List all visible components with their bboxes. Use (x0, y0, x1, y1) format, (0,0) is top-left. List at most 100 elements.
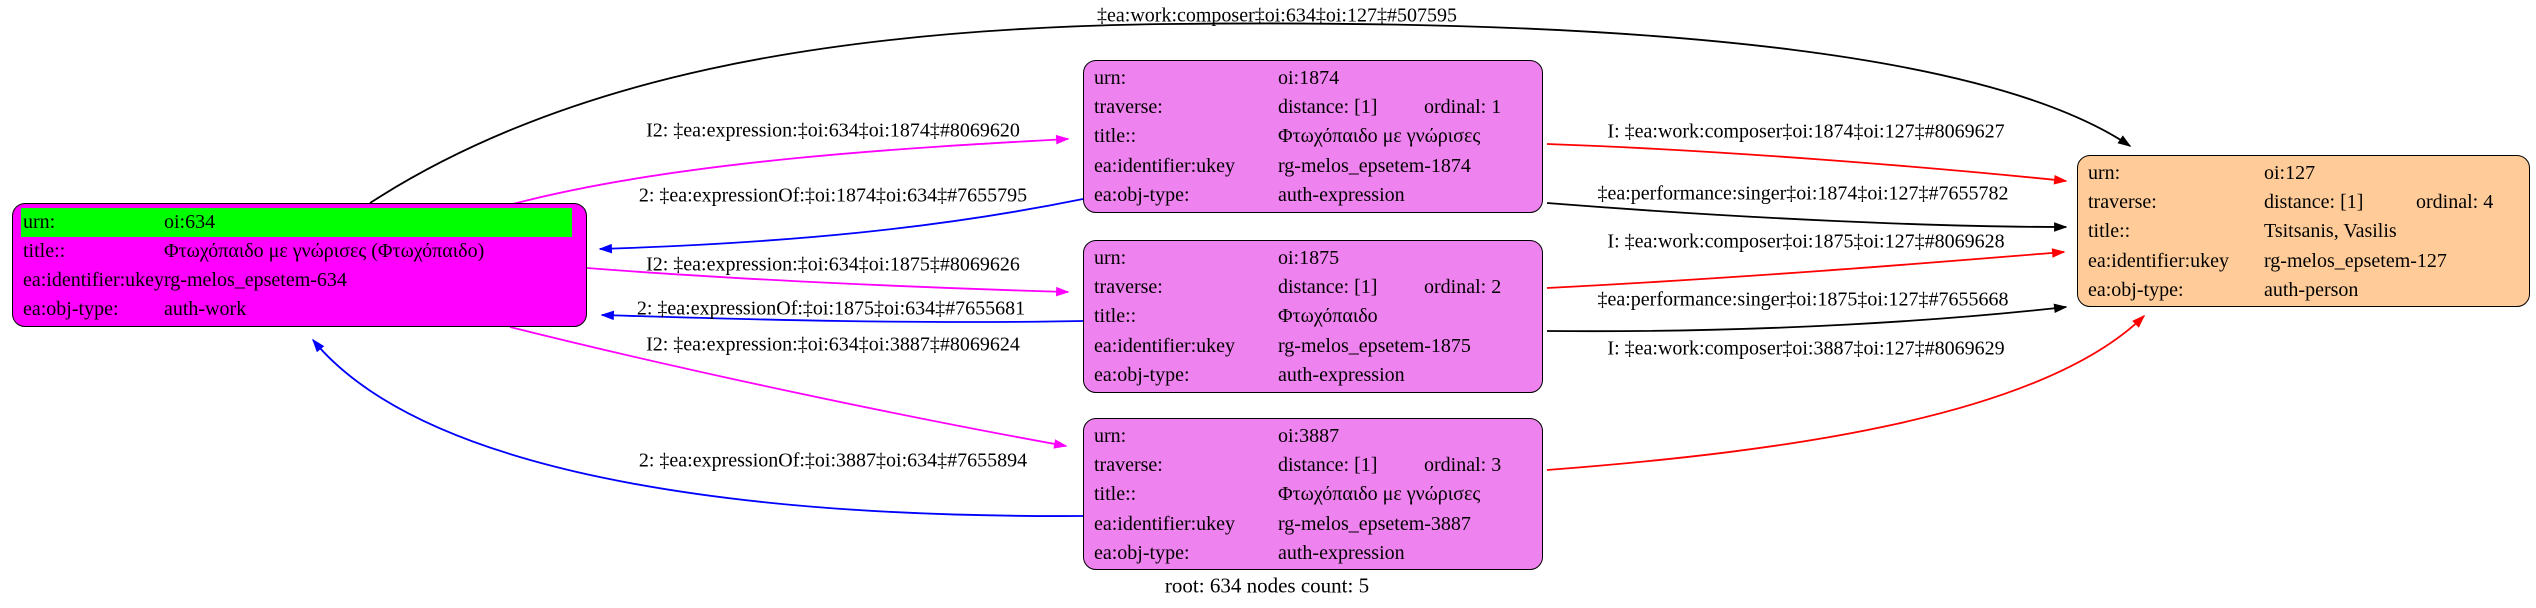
row-value: Φτωχόπαιδο με γνώρισες (1278, 483, 1481, 506)
row-key: ea:obj-type: (23, 298, 119, 320)
row-key: urn: (1094, 425, 1127, 447)
row-key: ea:identifier:ukey (1094, 334, 1236, 357)
row-value: oi:3887 (1278, 425, 1340, 447)
edge-work-composer-1875-127 (1546, 248, 2066, 289)
edge-label-expression-634-1875: I2: ‡ea:expression:‡oi:634‡oi:1875‡#8069… (646, 253, 1020, 276)
edge-label-performance-singer-1875-127: ‡ea:performance:singer‡oi:1875‡oi:127‡#7… (1597, 288, 2009, 311)
row-key: urn: (23, 211, 56, 233)
row-value: oi:1875 (1278, 247, 1340, 269)
row-value: rg-melos_epsetem-3887 (1278, 512, 1471, 535)
node-row-title: title:: Tsitsanis, Vasilis (2078, 217, 2529, 246)
node-row-traverse: traverse: distance: [1] ordinal: 1 (1084, 93, 1542, 122)
edge-label-performance-singer-1874-127: ‡ea:performance:singer‡oi:1874‡oi:127‡#7… (1597, 182, 2009, 205)
node-row-objtype: ea:obj-type: auth-expression (1084, 181, 1542, 210)
edge-expression-634-1875 (586, 267, 1070, 297)
node-row-title: title:: Φτωχόπαιδο με γνώρισες (Φτωχόπαι… (13, 237, 586, 266)
edge-performance-singer-1875-127 (1546, 303, 2068, 333)
node-oi-1875[interactable]: urn: oi:1875 traverse: distance: [1] ord… (1083, 240, 1543, 393)
row-value-distance: distance: [1] (1278, 454, 1378, 477)
edge-label-expressionof-1874-634: 2: ‡ea:expressionOf:‡oi:1874‡oi:634‡#765… (638, 184, 1028, 207)
row-key: title:: (1094, 305, 1137, 328)
node-row-identifier: ea:identifier:ukey rg-melos_epsetem-1875 (1084, 332, 1542, 361)
row-value-ordinal: ordinal: 3 (1424, 454, 1502, 477)
node-row-objtype: ea:obj-type: auth-expression (1084, 539, 1542, 568)
edge-expressionof-3887-634 (312, 338, 1084, 517)
node-row-identifier: ea:identifier:ukey rg-melos_epsetem-1874 (1084, 152, 1542, 181)
node-row-title: title:: Φτωχόπαιδο με γνώρισες (1084, 480, 1542, 509)
row-key: traverse: (1094, 96, 1163, 119)
row-key: traverse: (1094, 276, 1163, 299)
node-row-traverse: traverse: distance: [1] ordinal: 4 (2078, 188, 2529, 217)
row-value: oi:127 (2264, 162, 2316, 184)
node-row-objtype: ea:obj-type: auth-person (2078, 276, 2529, 305)
node-row-urn: urn: oi:3887 (1084, 422, 1542, 451)
edge-expressionof-1874-634 (598, 198, 1084, 254)
edge-label-expressionof-1875-634: 2: ‡ea:expressionOf:‡oi:1875‡oi:634‡#765… (636, 297, 1026, 320)
node-row-identifier: ea:identifier:ukey rg-melos_epsetem-3887 (1084, 510, 1542, 539)
node-row-title: title:: Φτωχόπαιδο (1084, 302, 1542, 331)
node-row-title: title:: Φτωχόπαιδο με γνώρισες (1084, 122, 1542, 151)
node-row-urn: urn: oi:1875 (1084, 244, 1542, 273)
node-row-identifier: ea:identifier:ukey rg-melos_epsetem-634 (13, 266, 586, 295)
edge-work-composer-634-127 (369, 22, 2132, 204)
row-value-distance: distance: [1] (1278, 276, 1378, 299)
edge-label-work-composer-3887-127: I: ‡ea:work:composer‡oi:3887‡oi:127‡#806… (1607, 337, 2005, 360)
row-value: Φτωχόπαιδο (1278, 305, 1378, 328)
edge-label-expression-634-1874: I2: ‡ea:expression:‡oi:634‡oi:1874‡#8069… (646, 119, 1020, 142)
row-value: rg-melos_epsetem-1875 (1278, 334, 1471, 357)
row-value: Tsitsanis, Vasilis (2264, 220, 2397, 243)
row-value-ordinal: ordinal: 4 (2416, 191, 2494, 214)
row-value-ordinal: ordinal: 2 (1424, 276, 1502, 299)
node-row-traverse: traverse: distance: [1] ordinal: 3 (1084, 451, 1542, 480)
edge-label-expression-634-3887: I2: ‡ea:expression:‡oi:634‡oi:3887‡#8069… (646, 333, 1020, 356)
row-value: oi:1874 (1278, 67, 1340, 89)
node-row-urn: urn: oi:127 (2078, 159, 2529, 188)
row-key: ea:obj-type: (1094, 183, 1190, 206)
row-key: title:: (1094, 483, 1137, 506)
edge-expression-634-1874 (512, 134, 1070, 205)
row-key: title:: (23, 240, 66, 262)
row-key: title:: (2088, 220, 2131, 243)
node-oi-1874[interactable]: urn: oi:1874 traverse: distance: [1] ord… (1083, 60, 1543, 213)
edge-work-composer-1874-127 (1546, 143, 2068, 185)
row-value: oi:634 (164, 211, 216, 233)
edge-label-work-composer-1875-127: I: ‡ea:work:composer‡oi:1875‡oi:127‡#806… (1607, 230, 2005, 253)
edge-expressionof-1875-634 (600, 310, 1084, 323)
edge-expression-634-3887 (509, 326, 1068, 449)
row-value: Φτωχόπαιδο με γνώρισες (Φτωχόπαιδο) (164, 240, 485, 262)
edge-work-composer-3887-127 (1546, 314, 2146, 471)
row-value-ordinal: ordinal: 1 (1424, 96, 1502, 119)
row-value: rg-melos_epsetem-127 (2264, 249, 2447, 272)
row-key: urn: (2088, 162, 2121, 184)
row-key: traverse: (1094, 454, 1163, 477)
edge-label-work-composer-634-127: ‡ea:work:composer‡oi:634‡oi:127‡#507595 (1097, 4, 1457, 27)
row-value: auth-expression (1278, 541, 1405, 564)
node-row-objtype: ea:obj-type: auth-work (13, 295, 586, 324)
row-value: auth-work (164, 298, 247, 320)
node-oi-634[interactable]: urn: oi:634 title:: Φτωχόπαιδο με γνώρισ… (12, 203, 587, 327)
row-key: ea:obj-type: (1094, 363, 1190, 386)
node-row-urn: urn: oi:634 (21, 208, 572, 237)
row-value: auth-expression (1278, 363, 1405, 386)
node-oi-127[interactable]: urn: oi:127 traverse: distance: [1] ordi… (2077, 155, 2530, 307)
row-key: title:: (1094, 125, 1137, 148)
edge-label-expressionof-3887-634: 2: ‡ea:expressionOf:‡oi:3887‡oi:634‡#765… (638, 449, 1028, 472)
row-key: ea:obj-type: (1094, 541, 1190, 564)
row-value: rg-melos_epsetem-1874 (1278, 154, 1471, 177)
row-key: urn: (1094, 247, 1127, 269)
edge-performance-singer-1874-127 (1546, 202, 2068, 232)
node-row-urn: urn: oi:1874 (1084, 64, 1542, 93)
row-value-distance: distance: [1] (2264, 191, 2364, 214)
row-value: Φτωχόπαιδο με γνώρισες (1278, 125, 1481, 148)
node-oi-3887[interactable]: urn: oi:3887 traverse: distance: [1] ord… (1083, 418, 1543, 570)
row-value: auth-person (2264, 278, 2359, 301)
row-key: ea:identifier:ukey (2088, 249, 2230, 272)
edge-label-work-composer-1874-127: I: ‡ea:work:composer‡oi:1874‡oi:127‡#806… (1607, 120, 2005, 143)
row-value: rg-melos_epsetem-634 (164, 269, 347, 291)
row-key: ea:identifier:ukey (1094, 512, 1236, 535)
graph-caption: root: 634 nodes count: 5 (1164, 573, 1370, 598)
node-row-traverse: traverse: distance: [1] ordinal: 2 (1084, 273, 1542, 302)
row-key: ea:identifier:ukey (23, 269, 165, 291)
